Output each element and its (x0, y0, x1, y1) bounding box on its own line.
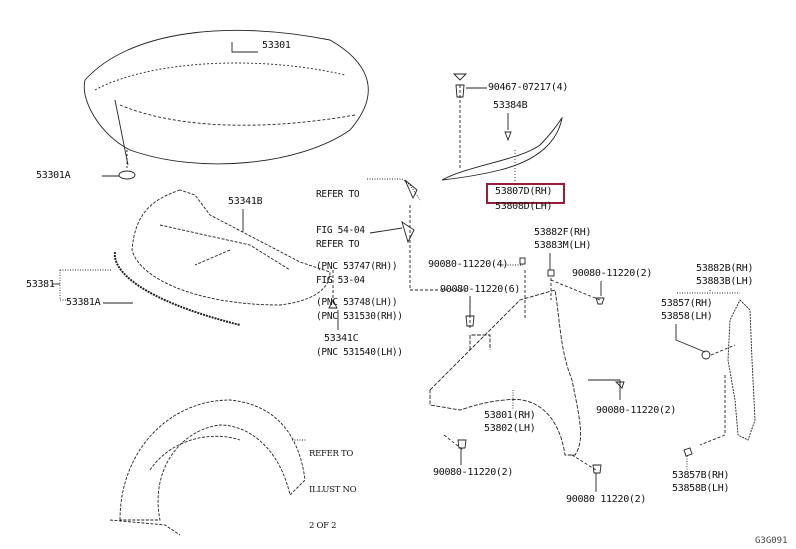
label-bracket-lh[interactable]: 53883M(LH) (534, 240, 592, 251)
label-rear-bracket-rh[interactable]: 53882B(RH) (696, 263, 754, 274)
note-line: REFER TO (316, 189, 360, 200)
label-bolt-2-left[interactable]: 90080-11220(2) (433, 467, 514, 478)
rear-bracket-part (727, 299, 756, 441)
label-rear-bracket-lh[interactable]: 53883B(LH) (696, 276, 754, 287)
label-insulator-clip[interactable]: 53341C (324, 333, 359, 344)
hood-insulator-part (131, 189, 331, 306)
figure-code: G3G091 (755, 536, 788, 546)
label-bolt-4[interactable]: 90080-11220(4) (428, 259, 509, 270)
insulator-clip-part (328, 298, 338, 309)
note-line: (PNC 53748(LH)) (316, 297, 398, 308)
seal-part (113, 251, 241, 326)
label-clip-rh[interactable]: 53857B(RH) (672, 470, 730, 481)
label-seal-clip[interactable]: 53381A (66, 297, 101, 308)
fender-liner-part (109, 399, 306, 536)
label-extension-clip[interactable]: 53384B (493, 100, 528, 111)
hood-cushion-part (118, 170, 136, 180)
refer-note-2: REFER TO FIG 53-04 (PNC 531530(RH)) (PNC… (316, 215, 403, 371)
note-line: (PNC 53747(RH)) (316, 261, 398, 272)
note-line: FIG 54-04 (316, 225, 365, 236)
note-line: REFER TO (309, 449, 354, 459)
label-fender-lh[interactable]: 53802(LH) (484, 423, 536, 434)
fender-extension-part (441, 73, 563, 185)
label-bolt-2-right[interactable]: 90080-11220(2) (596, 405, 677, 416)
fender-part (429, 289, 581, 456)
label-bolt-clip[interactable]: 90467-07217(4) (488, 82, 569, 93)
refer-note-1: REFER TO FIG 54-04 (PNC 53747(RH)) (PNC … (316, 165, 398, 321)
label-hood[interactable]: 53301 (262, 40, 291, 51)
label-bolt-6[interactable]: 90080-11220(6) (440, 284, 521, 295)
highlight-box (486, 183, 565, 204)
label-hood-insulator[interactable]: 53341B (228, 196, 263, 207)
label-seal[interactable]: 53381 (26, 279, 55, 290)
note-line: 2 OF 2 (309, 521, 337, 531)
label-bolt-2-bottom[interactable]: 90080 11220(2) (566, 494, 647, 505)
note-line: (PNC 531540(LH)) (316, 347, 403, 358)
label-bolt-2-top[interactable]: 90080-11220(2) (572, 268, 653, 279)
hood-part (83, 29, 369, 166)
label-extension-lh[interactable]: 53808D(LH) (495, 201, 553, 212)
refer-note-3: REFER TO ILLUST NO 2 OF 2 (309, 424, 357, 544)
note-line: REFER TO (316, 239, 360, 250)
label-cushion-rh[interactable]: 53857(RH) (661, 298, 713, 309)
note-line: (PNC 531530(RH)) (316, 311, 403, 322)
note-line: FIG 53-04 (316, 275, 365, 286)
note-line: ILLUST NO (309, 485, 357, 495)
label-extension-rh[interactable]: 53807D(RH) (495, 186, 553, 197)
label-fender-rh[interactable]: 53801(RH) (484, 410, 536, 421)
label-bracket-rh[interactable]: 53882F(RH) (534, 227, 592, 238)
label-hood-cushion[interactable]: 53301A (36, 170, 71, 181)
label-clip-lh[interactable]: 53858B(LH) (672, 483, 730, 494)
label-cushion-lh[interactable]: 53858(LH) (661, 311, 713, 322)
